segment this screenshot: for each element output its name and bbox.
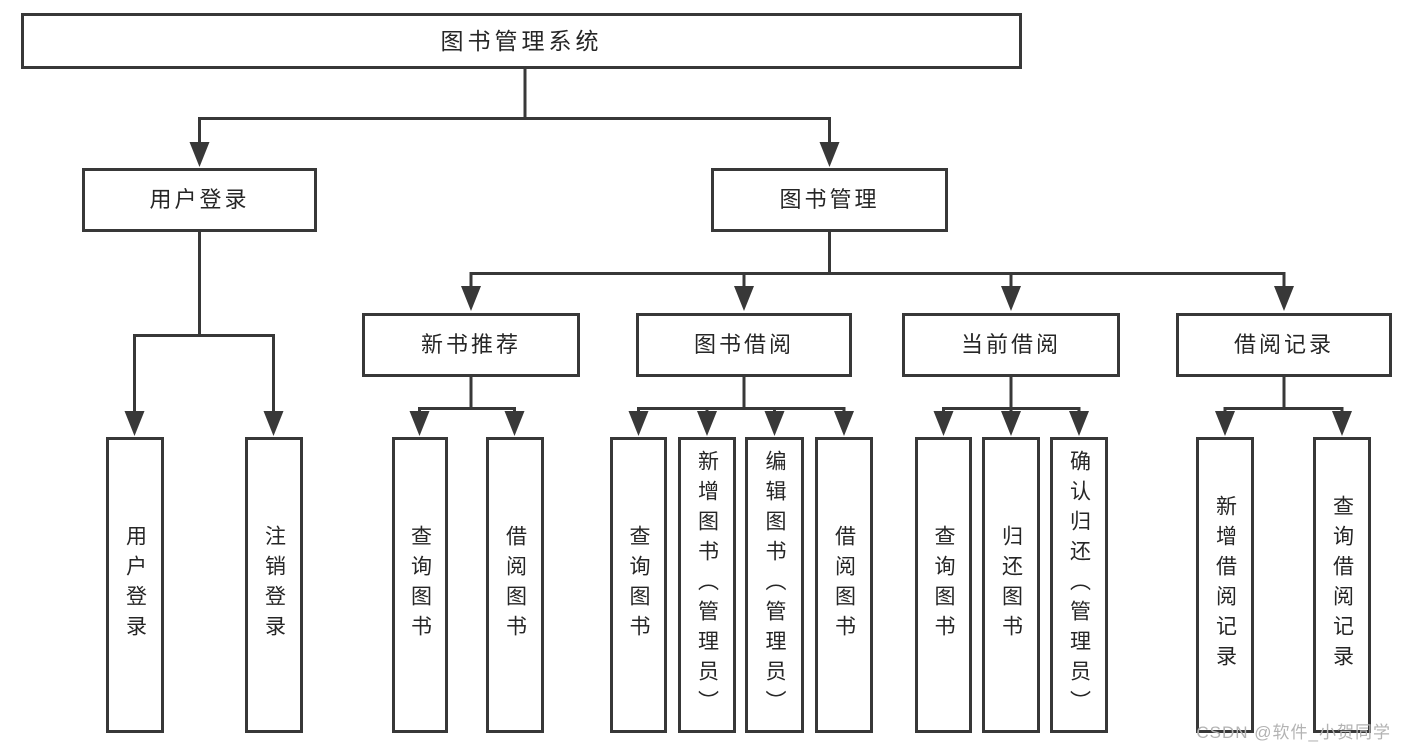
node-book-management-label: 图书管理: [779, 187, 880, 212]
leaf-recommend-borrow-book-label: 借阅图书: [503, 525, 527, 645]
leaf-current-return-book: 归还图书: [982, 437, 1040, 733]
leaf-borrow-edit-book: 编辑图书（管理员）: [745, 437, 804, 733]
node-book-borrow-label: 图书借阅: [693, 332, 794, 357]
leaf-logout-label: 注销登录: [262, 525, 286, 645]
leaf-borrow-add-book-label: 新增图书（管理员）: [695, 450, 719, 720]
watermark: CSDN @软件_小贺同学: [1196, 723, 1391, 742]
node-borrow-record-label: 借阅记录: [1233, 332, 1334, 357]
leaf-borrow-query-book-label: 查询图书: [627, 525, 650, 645]
node-book-management: 图书管理: [711, 168, 948, 232]
node-new-book-recommend-label: 新书推荐: [420, 332, 521, 357]
node-borrow-record: 借阅记录: [1176, 313, 1392, 377]
leaf-recommend-borrow-book: 借阅图书: [486, 437, 544, 733]
leaf-current-confirm-return: 确认归还（管理员）: [1050, 437, 1108, 733]
node-new-book-recommend: 新书推荐: [362, 313, 580, 377]
leaf-borrow-borrow-book-label: 借阅图书: [832, 525, 856, 645]
leaf-logout: 注销登录: [245, 437, 303, 733]
leaf-current-query-book-label: 查询图书: [932, 525, 955, 645]
leaf-record-add-label: 新增借阅记录: [1213, 495, 1237, 675]
node-root-label: 图书管理系统: [440, 27, 603, 54]
leaf-current-confirm-return-label: 确认归还（管理员）: [1067, 450, 1091, 720]
leaf-current-return-book-label: 归还图书: [999, 525, 1023, 645]
node-user-login-label: 用户登录: [149, 187, 250, 212]
leaf-record-add: 新增借阅记录: [1196, 437, 1254, 733]
node-book-borrow: 图书借阅: [636, 313, 852, 377]
leaf-user-login: 用户登录: [106, 437, 164, 733]
node-root-system: 图书管理系统: [21, 13, 1022, 69]
leaf-recommend-query-book-label: 查询图书: [408, 525, 432, 645]
leaf-borrow-borrow-book: 借阅图书: [815, 437, 873, 733]
arrowheads: [124, 142, 1352, 436]
leaf-current-query-book: 查询图书: [915, 437, 972, 733]
leaf-record-query: 查询借阅记录: [1313, 437, 1371, 733]
leaf-borrow-query-book: 查询图书: [610, 437, 667, 733]
leaf-user-login-label: 用户登录: [123, 525, 147, 645]
node-user-login: 用户登录: [82, 168, 317, 232]
node-current-borrow-label: 当前借阅: [960, 332, 1061, 357]
leaf-borrow-add-book: 新增图书（管理员）: [678, 437, 736, 733]
leaf-record-query-label: 查询借阅记录: [1330, 495, 1354, 675]
node-current-borrow: 当前借阅: [902, 313, 1120, 377]
leaf-recommend-query-book: 查询图书: [392, 437, 448, 733]
leaf-borrow-edit-book-label: 编辑图书（管理员）: [763, 450, 786, 720]
